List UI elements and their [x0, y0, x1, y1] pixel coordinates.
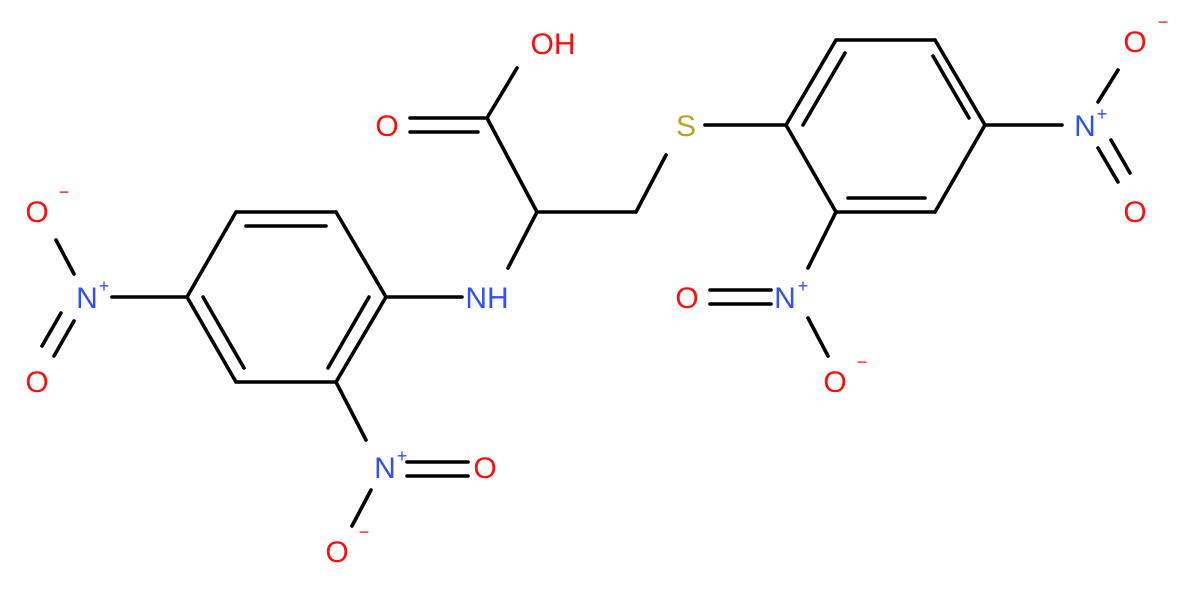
atom-o-ro: O	[675, 282, 698, 315]
atom-o-rp: O	[1123, 196, 1146, 229]
nitro-lo-n-o-minus	[350, 488, 373, 528]
bond-alpha-nh	[506, 210, 539, 270]
nitro-ro-n-o-minus	[806, 316, 830, 358]
charge-minus-lo: −	[359, 522, 370, 542]
atom-o-minus-lp: O	[25, 196, 48, 229]
ring-right-bond-3	[933, 38, 987, 127]
bond-ring-left-nitro-ortho	[334, 380, 368, 442]
atom-o-lp: O	[25, 366, 48, 399]
ring-right-bond-1	[784, 38, 838, 127]
bond-ring-right-nitro-ortho	[806, 210, 838, 270]
ring-right-bond-4	[933, 123, 987, 214]
charge-plus-lo: +	[397, 446, 408, 466]
charge-plus-rp: +	[1097, 104, 1108, 124]
nitro-rp-n-o-double-1	[1096, 146, 1120, 184]
atom-n-ro: N	[774, 282, 796, 315]
charge-minus-lp: −	[59, 182, 70, 202]
bond-ch2-s	[634, 153, 668, 214]
charge-minus-rp: −	[1158, 12, 1169, 32]
nitro-lp-n-o-minus	[54, 238, 76, 276]
ring-right-inner-1	[801, 51, 847, 127]
atom-oh: OH	[531, 28, 576, 61]
ring-right-bond-6	[784, 123, 838, 214]
ring-left-inner-2	[201, 295, 246, 370]
atom-n-lo: N	[374, 452, 396, 485]
atom-o-carbonyl: O	[375, 110, 398, 143]
atom-labels: OH O NH S N + O − O N + O O − N + O − O …	[25, 12, 1168, 569]
ring-left-bond-6	[334, 295, 388, 384]
atom-nh: NH	[465, 282, 508, 315]
ring-left-bond-3	[185, 210, 238, 299]
atom-n-lp: N	[76, 282, 98, 315]
ring-left-inner-3	[326, 295, 371, 370]
ring-right-inner-2	[931, 54, 971, 120]
nitro-rp-n-o-minus	[1096, 68, 1120, 104]
atom-o-minus-lo: O	[325, 536, 348, 569]
bond-c-alpha	[485, 116, 539, 214]
ring-left-bond-1	[334, 210, 388, 299]
atom-o-lo: O	[473, 452, 496, 485]
charge-plus-ro: +	[798, 276, 809, 296]
atom-s: S	[676, 110, 696, 143]
nitro-lp-n-o-double-2	[40, 311, 63, 348]
atom-n-rp: N	[1074, 110, 1096, 143]
ring-left-bond-4	[185, 295, 238, 384]
atom-o-minus-ro: O	[823, 366, 846, 399]
charge-minus-ro: −	[857, 352, 868, 372]
nitro-lp-n-o-double-1	[52, 319, 76, 358]
bond-layer	[40, 38, 1132, 528]
charge-plus-lp: +	[99, 276, 110, 296]
nitro-rp-n-o-double-2	[1109, 138, 1132, 175]
atom-o-minus-rp: O	[1123, 26, 1146, 59]
bond-c-oh	[485, 66, 519, 120]
